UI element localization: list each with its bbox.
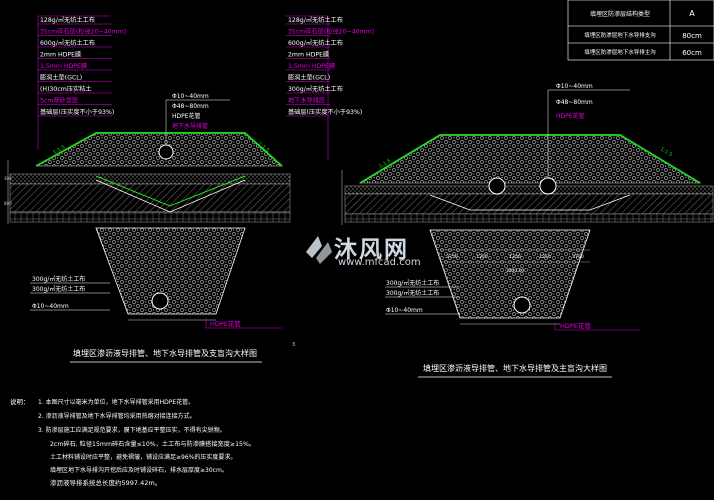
right-trench-callouts: 300g/㎡无纺土工布 300g/㎡无纺土工布 Φ10~40mm HDPE花管 xyxy=(385,279,640,331)
dim-label: 1000.00 xyxy=(506,268,525,274)
dim-label: 1250 xyxy=(539,254,551,260)
gravel-mound xyxy=(358,134,702,184)
trench xyxy=(95,227,246,315)
slope-label: 1:1.5 xyxy=(52,144,66,155)
note-line: 填埋区地下水导排沟开挖后应及时铺设碎石，排水层厚度≥30cm。 xyxy=(50,466,228,474)
slope-label: 1:1.5 xyxy=(378,158,392,170)
layer-label: 地下水导排层 xyxy=(288,97,325,105)
pipe-label: Φ10~40mm xyxy=(556,83,593,90)
layer-label: 300g/㎡无纺土工布 xyxy=(288,85,343,93)
table-row-label: 填埋区防渗层地下水导排主沟 xyxy=(584,48,656,56)
layer-label: 2mm HDPE膜 xyxy=(288,51,329,59)
groundwater-pipe xyxy=(151,292,169,310)
note-line: 土工材料铺设时应平整，避免褶皱，铺设应满足≥96%的压实度要求。 xyxy=(50,453,236,461)
leachate-pipe xyxy=(488,177,506,195)
layer-label: 128g/㎡无纺土工布 xyxy=(40,16,95,24)
layer-label: 基础层(压实度不小于93%) xyxy=(40,108,114,116)
dim-label: 3750 xyxy=(446,254,458,260)
note-line: 3. 防渗层施工应满足规范要求，膜下地基应平整压实，不得有尖锐物。 xyxy=(38,426,226,434)
page-number: 3 xyxy=(292,342,295,348)
sand-layer xyxy=(344,185,714,195)
pipe-label: Φ48~80mm xyxy=(172,103,209,110)
trench-label: Φ10~40mm xyxy=(386,307,423,314)
groundwater-pipe xyxy=(513,296,531,314)
note-line: 2cm碎石, 粒径15mm碎石含量≤10%，土工布与防渗膜搭接宽度≥15%。 xyxy=(50,440,255,448)
left-trench-callouts: 300g/㎡无纺土工布 300g/㎡无纺土工布 Φ10~40mm HDPE花管 xyxy=(30,275,282,329)
pipe-label: HDPE花管 xyxy=(172,112,201,120)
watermark-main: 沐风网 xyxy=(334,237,409,263)
layer-label: 5cm厚砂垫层 xyxy=(40,97,78,105)
layer-label: 35cm碎石层(粒径20~40mm) xyxy=(288,28,374,36)
trench-label: 300g/㎡无纺土工布 xyxy=(32,285,85,293)
table-header-label: 填埋区防渗层结构类型 xyxy=(590,10,650,18)
hdpe-label: HDPE花管 xyxy=(560,321,591,330)
slope-label: 1:1.5 xyxy=(659,147,673,159)
pipe-label: HDPE花管 xyxy=(556,112,585,120)
svg-text:800: 800 xyxy=(4,201,12,206)
table-row-value: 80cm xyxy=(682,32,702,40)
hdpe-label: HDPE花管 xyxy=(210,319,241,328)
clay-layer xyxy=(344,193,714,215)
svg-text:300: 300 xyxy=(4,176,12,181)
layer-label: 膨润土垫(GCL) xyxy=(40,74,82,82)
right-title: 填埋区渗沥液导排管、地下水导排管及主盲沟大样图 xyxy=(423,363,607,373)
dim-label: 1250 xyxy=(509,254,521,260)
v-notch-liner xyxy=(95,175,246,207)
leachate-pipe xyxy=(539,177,557,195)
trench-label: 300g/㎡无纺土工布 xyxy=(386,279,439,287)
layer-label: 600g/㎡无纺土工布 xyxy=(40,39,95,47)
v-notch-line xyxy=(95,179,246,213)
right-layer-labels: 128g/㎡无纺土工布 35cm碎石层(粒径20~40mm) 600g/㎡无纺土工布… xyxy=(286,16,374,117)
pipe-label: Φ48~80mm xyxy=(556,99,593,106)
notes-block: 说明： 1. 本图尺寸以毫米为单位，地下水导排管采用HDPE花管。 2. 渗沥液… xyxy=(10,397,255,487)
base-layer xyxy=(344,213,714,223)
trench-label: 300g/㎡无纺土工布 xyxy=(386,289,439,297)
left-section-drawing: 300 800 xyxy=(4,15,291,321)
note-line: 渗沥液导排系统总长度约5997.42m。 xyxy=(50,478,161,487)
trench-label: 300g/㎡无纺土工布 xyxy=(32,275,85,283)
spec-table: 填埋区防渗层结构类型 A 填埋区防渗层地下水导排支沟 80cm 填埋区防渗层地下… xyxy=(567,0,714,61)
layer-label: 600g/㎡无纺土工布 xyxy=(288,39,343,47)
right-pipe-callouts: Φ10~40mm Φ48~80mm HDPE花管 xyxy=(547,83,630,178)
trench-label: Φ10~40mm xyxy=(32,303,69,310)
pipe-label: Φ10~40mm xyxy=(172,93,209,100)
left-pipe-callouts: Φ10~40mm Φ48~80mm HDPE花管 地下水导排管 xyxy=(165,93,230,145)
geomembrane-line xyxy=(359,134,701,184)
layer-label: 128g/㎡无纺土工布 xyxy=(288,16,343,24)
geomembrane-line xyxy=(35,132,283,167)
layer-label: 基础层(压实度不小于93%) xyxy=(288,108,362,116)
watermark: 沐风网 www.mfcad.com xyxy=(300,230,430,270)
watermark-sub: www.mfcad.com xyxy=(338,257,421,268)
table-header-value: A xyxy=(689,9,695,18)
left-layer-labels: 128g/㎡无纺土工布 35cm碎石层(粒径20~40mm) 600g/㎡无纺土工布… xyxy=(38,16,126,117)
notes-label: 说明： xyxy=(10,397,30,406)
right-section-drawing xyxy=(285,15,714,325)
right-dimensions: 1000.00 3750 1250 1250 3750 1250 xyxy=(446,254,584,274)
leachate-pipe xyxy=(158,144,174,160)
base-layer xyxy=(9,211,291,223)
table-row-label: 填埋区防渗层地下水导排支沟 xyxy=(584,31,656,39)
dim-label: 1250 xyxy=(476,254,488,260)
layer-label: 1.5mm HDPE膜 xyxy=(288,62,335,70)
table-row-value: 60cm xyxy=(682,49,702,57)
layer-label: (H)30cm压实粘土 xyxy=(40,85,92,93)
note-line: 1. 本图尺寸以毫米为单位，地下水导排管采用HDPE花管。 xyxy=(38,398,194,406)
layer-label: 35cm碎石层(粒径20~40mm) xyxy=(40,28,126,36)
trench xyxy=(429,229,591,319)
layer-label: 1.5mm HDPE膜 xyxy=(40,62,87,70)
dim-label: 3750 xyxy=(572,254,584,260)
watermark-logo-icon xyxy=(306,236,332,264)
layer-label: 2mm HDPE膜 xyxy=(40,51,81,59)
left-title: 填埋区渗沥液导排管、地下水导排管及支盲沟大样图 xyxy=(73,348,257,358)
layer-label: 膨润土垫(GCL) xyxy=(288,74,330,82)
pipe-label: 地下水导排管 xyxy=(172,122,208,130)
sand-layer xyxy=(9,173,291,185)
note-line: 2. 渗沥液导排管及地下水导排管均采用热熔对接连接方式。 xyxy=(38,412,196,420)
